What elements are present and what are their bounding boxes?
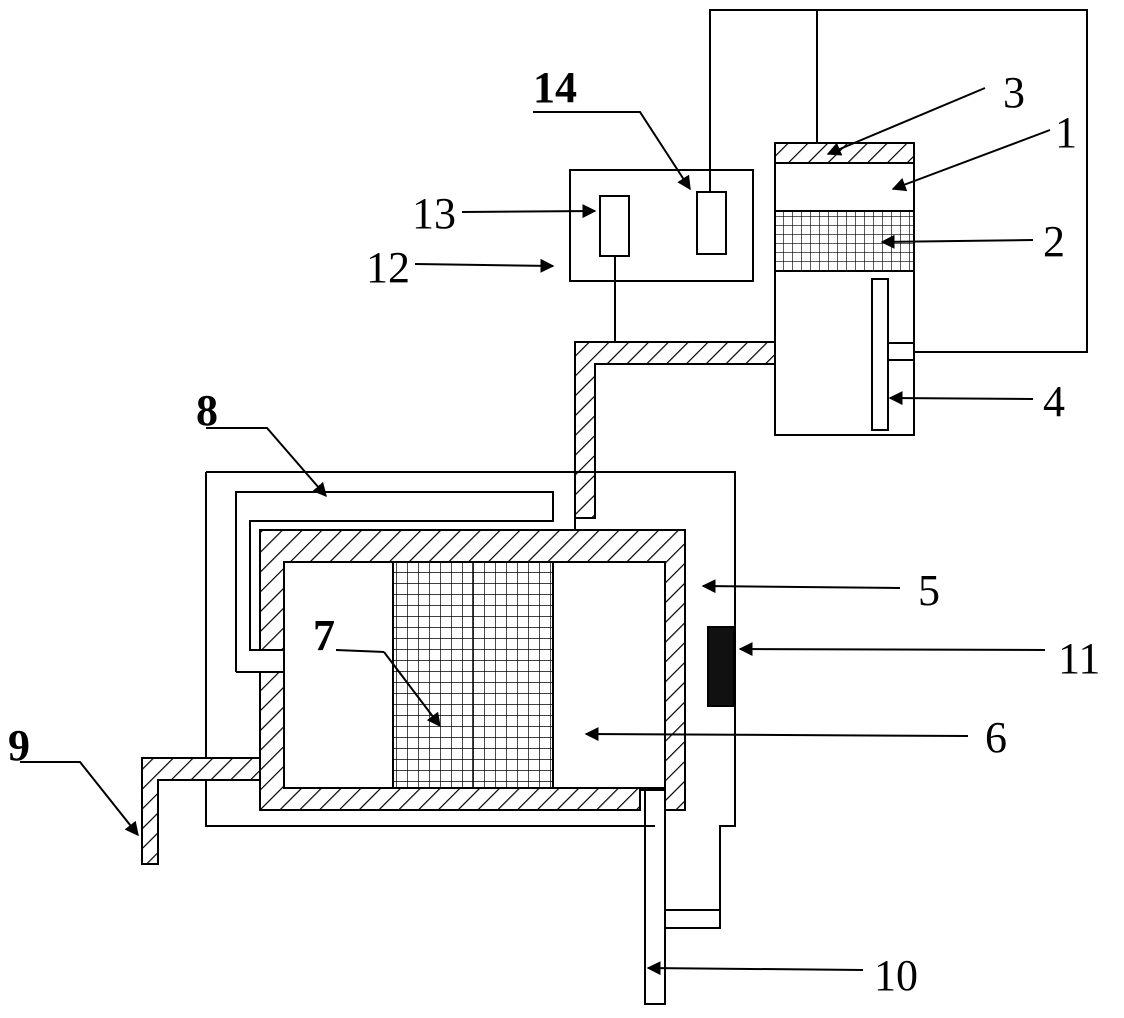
outlet-9 [141,757,261,865]
outlet-10 [644,790,721,1005]
label-3: 3 [1003,68,1025,117]
label-11: 11 [1058,634,1100,683]
column-unit [774,142,915,436]
label-2: 2 [1043,217,1065,266]
wire-top [709,9,1088,353]
pipe-upper [574,341,776,519]
label-14: 14 [533,63,577,112]
label-10: 10 [874,951,918,1000]
leader-10 [646,961,864,976]
magnet-11 [707,626,735,707]
leader-7 [335,649,385,653]
leader-7b [383,651,441,728]
leader-12 [414,258,555,273]
label-1: 1 [1055,108,1077,157]
leader-14 [533,111,691,191]
outer-housing [205,471,736,911]
label-6: 6 [985,713,1007,762]
label-13: 13 [412,189,456,238]
leader-11 [738,642,1046,657]
leader-2 [880,234,1034,249]
leader-1 [891,129,1051,192]
label-9: 9 [8,721,30,770]
leader-8 [206,427,327,498]
leader-4 [888,391,1034,406]
column-cap-hatched [774,142,915,164]
electrode-4 [871,278,889,431]
column-side-bracket [888,342,914,361]
leader-3 [826,87,986,156]
leader-5 [701,579,901,594]
leader-9 [20,761,139,837]
control-box [569,169,754,282]
label-12: 12 [366,243,410,292]
label-8: 8 [196,386,218,435]
leader-6 [584,727,969,742]
tube-8 [235,491,554,673]
leader-13 [461,204,597,219]
sensor-14 [696,191,727,255]
label-7: 7 [313,611,335,660]
label-4: 4 [1043,377,1065,426]
sensor-13 [599,195,630,257]
label-5: 5 [918,566,940,615]
